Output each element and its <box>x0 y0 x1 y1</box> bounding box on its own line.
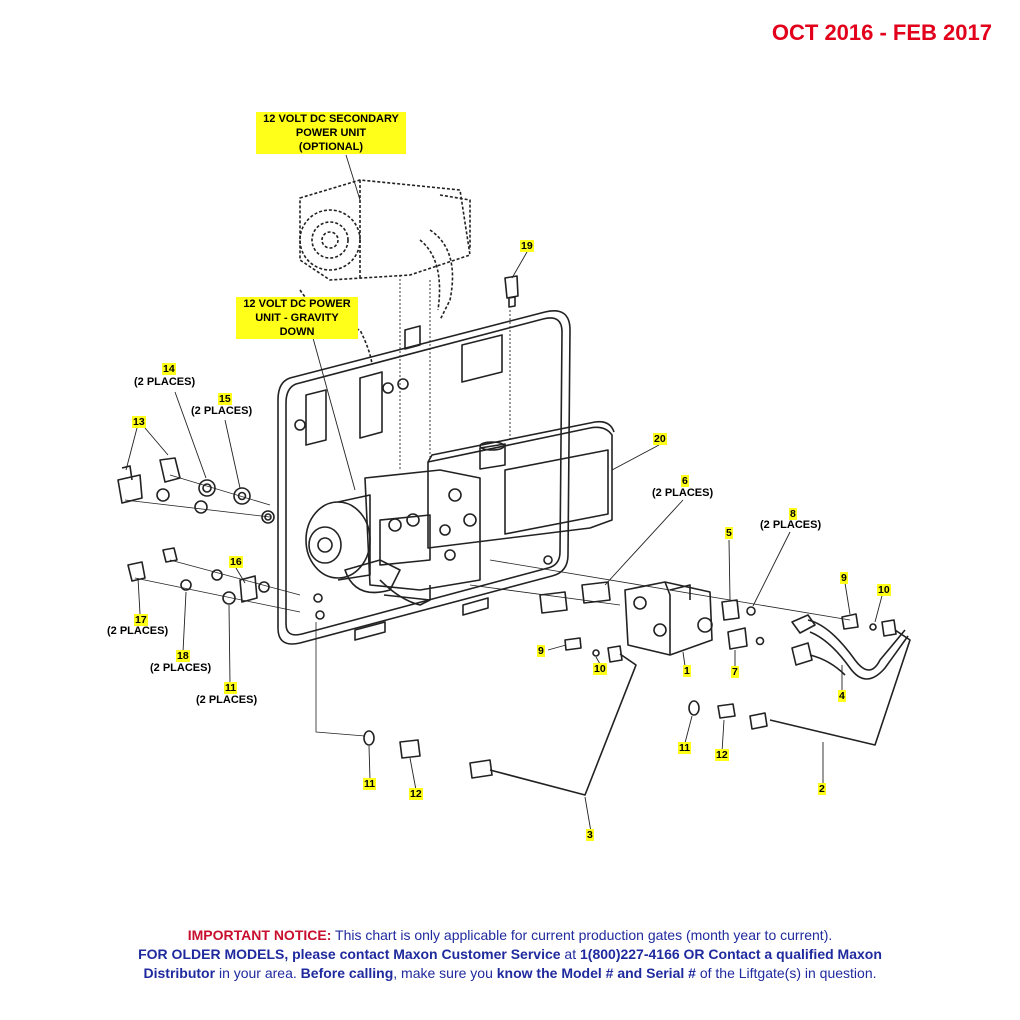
part-label-11-right: 11 <box>678 742 692 754</box>
hose-assembly <box>791 614 909 680</box>
pump-manifold <box>364 469 481 606</box>
secondary-power-unit-line-2: POWER UNIT <box>295 127 367 139</box>
notice-heading: IMPORTANT NOTICE: <box>187 927 332 943</box>
notice-distributor: Distributor <box>143 965 216 981</box>
part-label-4: 4 <box>838 690 846 702</box>
notice-before-calling: Before calling <box>300 965 394 981</box>
part-label-2: 2 <box>818 783 826 795</box>
part-label-14: 14 <box>162 363 176 375</box>
leader-lines <box>125 154 884 833</box>
tube-2 <box>688 629 911 746</box>
notice-model-serial: know the Model # and Serial # <box>496 965 696 981</box>
part-label-7: 7 <box>731 666 739 678</box>
part-11-quantity: (2 PLACES) <box>196 694 258 706</box>
power-unit-motor <box>305 494 401 594</box>
part-17-quantity: (2 PLACES) <box>107 625 169 637</box>
part-label-1: 1 <box>683 665 691 677</box>
notice-in-your-area: in your area. <box>215 965 301 981</box>
part-18-quantity: (2 PLACES) <box>150 662 212 674</box>
part-label-11-left: 11 <box>224 682 238 694</box>
part-label-12-bottom: 12 <box>409 788 423 800</box>
notice-line-1-text: This chart is only applicable for curren… <box>331 927 833 943</box>
part-label-9-right: 9 <box>840 572 848 584</box>
notice-line-2: FOR OLDER MODELS, please contact Maxon C… <box>40 945 980 964</box>
part-label-15: 15 <box>218 393 232 405</box>
secondary-power-unit <box>299 179 471 365</box>
valve-block <box>624 581 713 656</box>
right-fittings <box>721 599 897 650</box>
notice-at: at <box>560 946 581 962</box>
left-lower-fittings <box>127 547 301 613</box>
notice-line-1: IMPORTANT NOTICE: This chart is only app… <box>40 926 980 945</box>
notice-older-models: FOR OLDER MODELS, please contact Maxon C… <box>138 946 561 962</box>
part-label-18: 18 <box>176 650 190 662</box>
power-unit-line-1: 12 VOLT DC POWER <box>243 298 351 310</box>
part-label-9-center: 9 <box>537 645 545 657</box>
notice-phone: 1(800)227-4166 OR Contact a qualified Ma… <box>580 946 882 962</box>
notice-make-sure: , make sure you <box>393 965 497 981</box>
part-label-13: 13 <box>132 416 146 428</box>
part-label-17: 17 <box>134 614 148 626</box>
part-6-quantity: (2 PLACES) <box>652 487 714 499</box>
part-label-5: 5 <box>725 527 733 539</box>
part-8-quantity: (2 PLACES) <box>760 519 822 531</box>
left-upper-fittings <box>117 457 271 518</box>
breather-cap <box>504 275 519 308</box>
part-label-19: 19 <box>520 240 534 252</box>
secondary-power-unit-line-3: (OPTIONAL) <box>298 141 364 153</box>
power-unit-line-2: UNIT - GRAVITY <box>255 312 339 324</box>
tube-3 <box>315 622 637 796</box>
secondary-power-unit-line-1: 12 VOLT DC SECONDARY <box>263 113 399 125</box>
power-unit-callout: 12 VOLT DC POWER UNIT - GRAVITY DOWN <box>236 297 358 339</box>
center-fittings <box>469 559 851 663</box>
part-label-11-bottom: 11 <box>363 778 377 790</box>
part-15-quantity: (2 PLACES) <box>191 405 253 417</box>
part-label-6: 6 <box>681 475 689 487</box>
date-range-header: OCT 2016 - FEB 2017 <box>771 20 992 45</box>
part-label-10-center: 10 <box>593 663 607 675</box>
notice-liftgate: of the Liftgate(s) in question. <box>695 965 877 981</box>
part-label-8: 8 <box>789 508 797 520</box>
power-unit-line-3: DOWN <box>279 326 315 338</box>
part-label-20: 20 <box>653 433 667 445</box>
reservoir-tank <box>427 420 615 549</box>
mounting-plate <box>261 310 571 645</box>
secondary-power-unit-callout: 12 VOLT DC SECONDARY POWER UNIT (OPTIONA… <box>256 112 406 154</box>
important-notice: IMPORTANT NOTICE: This chart is only app… <box>40 926 980 983</box>
notice-line-3: Distributor in your area. Before calling… <box>40 964 980 983</box>
part-label-10-right: 10 <box>877 584 891 596</box>
part-label-16: 16 <box>229 556 243 568</box>
part-label-3: 3 <box>586 829 594 841</box>
part-label-12-right: 12 <box>715 749 729 761</box>
part-14-quantity: (2 PLACES) <box>134 376 196 388</box>
